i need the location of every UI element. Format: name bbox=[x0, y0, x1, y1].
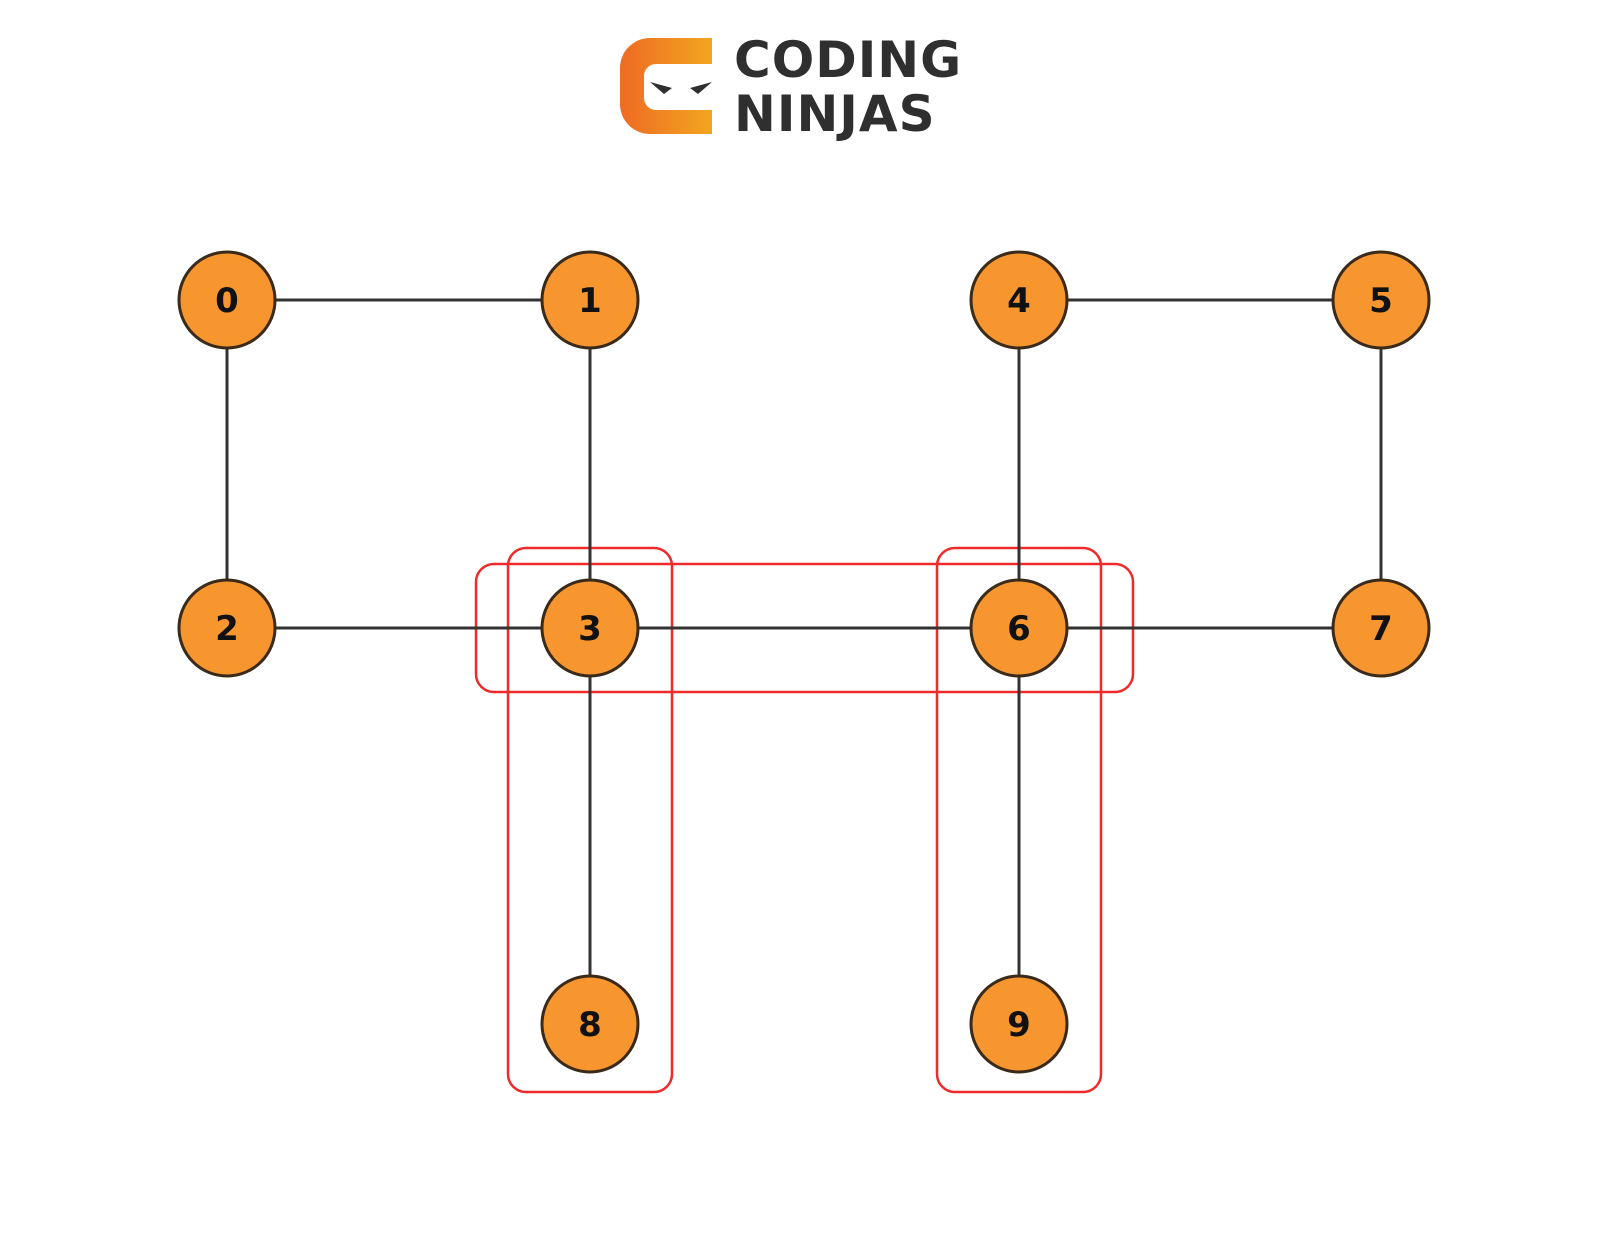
node-circle-0 bbox=[177, 250, 277, 350]
node-circle-4 bbox=[969, 250, 1069, 350]
ninja-logo-icon bbox=[620, 38, 712, 134]
node-circle-1 bbox=[540, 250, 640, 350]
node-circle-6 bbox=[969, 578, 1069, 678]
node-circle-9 bbox=[969, 974, 1069, 1074]
node-circle-7 bbox=[1331, 578, 1431, 678]
node-6: 6 bbox=[969, 578, 1069, 678]
node-label-8: 8 bbox=[578, 1005, 602, 1045]
node-circle-8 bbox=[540, 974, 640, 1074]
node-label-3: 3 bbox=[578, 609, 602, 649]
node-label-5: 5 bbox=[1369, 281, 1393, 321]
node-label-4: 4 bbox=[1007, 281, 1031, 321]
coding-ninjas-logo: CODING NINJAS bbox=[620, 34, 980, 144]
graph-nodes: 0 1 2 3 4 5 6 7 8 9 bbox=[177, 250, 1431, 1074]
logo-text-line2: NINJAS bbox=[734, 85, 936, 143]
node-circle-2 bbox=[177, 578, 277, 678]
logo-text-line1: CODING bbox=[734, 31, 963, 89]
node-2: 2 bbox=[177, 578, 277, 678]
node-4: 4 bbox=[969, 250, 1069, 350]
node-label-2: 2 bbox=[215, 609, 239, 649]
graph-edges bbox=[225, 298, 1383, 1024]
node-circle-5 bbox=[1331, 250, 1431, 350]
node-0: 0 bbox=[177, 250, 277, 350]
node-label-1: 1 bbox=[578, 281, 602, 321]
node-7: 7 bbox=[1331, 578, 1431, 678]
node-circle-3 bbox=[540, 578, 640, 678]
node-label-9: 9 bbox=[1007, 1005, 1031, 1045]
node-label-0: 0 bbox=[215, 281, 239, 321]
node-3: 3 bbox=[540, 578, 640, 678]
node-9: 9 bbox=[969, 974, 1069, 1074]
node-label-7: 7 bbox=[1369, 609, 1393, 649]
node-label-6: 6 bbox=[1007, 609, 1031, 649]
node-5: 5 bbox=[1331, 250, 1431, 350]
node-8: 8 bbox=[540, 974, 640, 1074]
node-1: 1 bbox=[540, 250, 640, 350]
